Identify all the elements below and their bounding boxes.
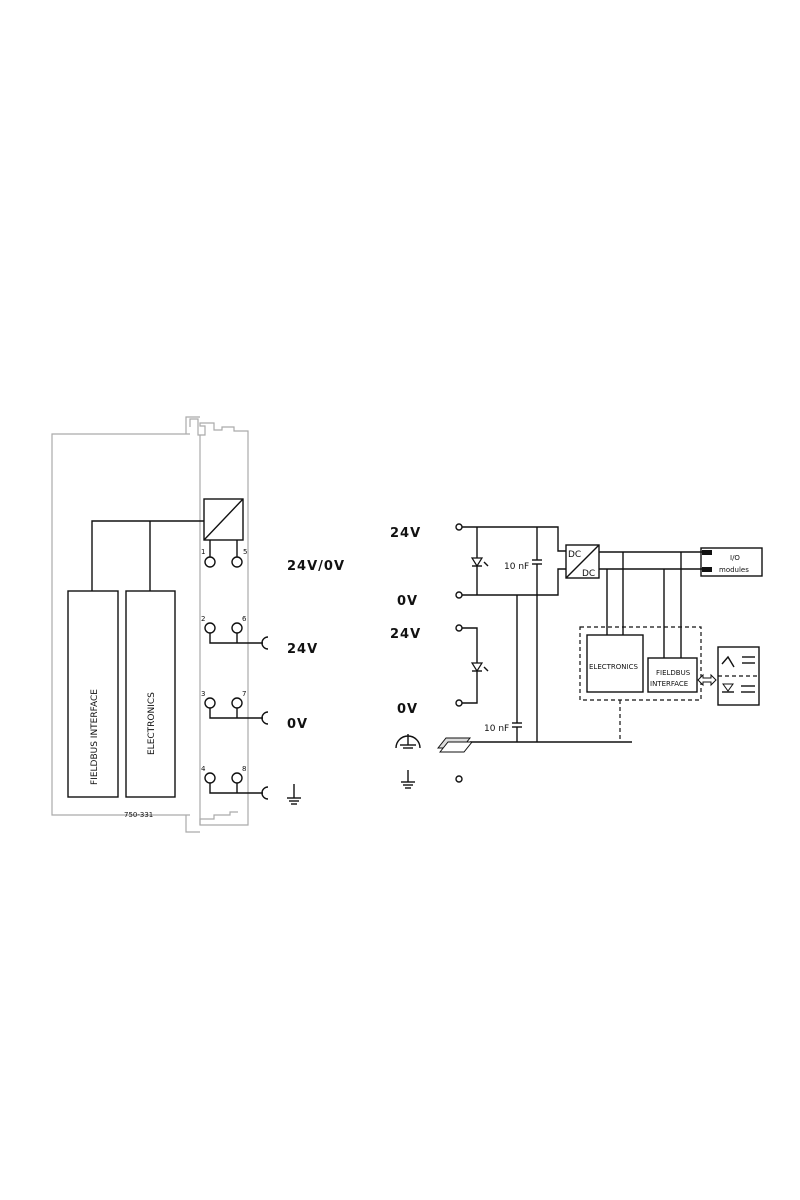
electronics-box-label: ELECTRONICS — [589, 663, 638, 671]
double-arrow-icon — [697, 673, 717, 687]
dc-dc-converter: DC DC — [565, 544, 600, 579]
svg-text:3: 3 — [201, 690, 205, 698]
ground-icon — [401, 770, 415, 789]
electronics-block — [125, 590, 176, 798]
capacitor-1-label: 10 nF — [504, 562, 529, 572]
svg-text:modules: modules — [719, 566, 749, 574]
part-number: 750-331 — [124, 811, 153, 819]
svg-text:2: 2 — [201, 615, 205, 623]
io-symbol-box — [717, 646, 760, 706]
terminal-row-2: 2 6 24V — [201, 615, 318, 657]
protective-earth-icon — [395, 734, 421, 749]
svg-text:4: 4 — [201, 765, 206, 773]
svg-text:I/O: I/O — [730, 554, 740, 562]
converter-symbol — [203, 498, 244, 541]
fieldbus-interface-box — [647, 657, 698, 693]
terminal-label-24v: 24V — [287, 642, 318, 657]
ground-icon — [287, 784, 301, 805]
supply1-24v-label: 24V — [390, 526, 421, 541]
supply2-24v-label: 24V — [390, 627, 421, 642]
din-rail-icon — [436, 737, 474, 753]
electronics-box — [586, 634, 644, 693]
led-icon — [470, 557, 489, 568]
fieldbus-interface-label: FIELDBUS INTERFACE — [90, 689, 100, 785]
electronics-label: ELECTRONICS — [147, 692, 157, 755]
supply2-0v-label: 0V — [397, 702, 418, 717]
terminal-row-4: 4 8 — [201, 765, 301, 805]
svg-text:8: 8 — [242, 765, 246, 773]
fieldbus-interface-block — [67, 590, 119, 798]
supply1-0v-label: 0V — [397, 594, 418, 609]
svg-text:7: 7 — [242, 690, 246, 698]
capacitor-icon — [532, 559, 542, 565]
terminal-label-0v: 0V — [287, 717, 308, 732]
module-boundary — [579, 626, 702, 701]
svg-text:1: 1 — [201, 548, 205, 556]
svg-text:6: 6 — [242, 615, 247, 623]
terminal-row-3: 3 7 0V — [201, 690, 308, 732]
terminal-label-24v-0v: 24V/0V — [287, 559, 345, 574]
module-housing — [51, 416, 249, 833]
svg-text:DC: DC — [568, 550, 581, 560]
fieldbus-label-1: FIELDBUS — [656, 669, 691, 677]
capacitor-2-label: 10 nF — [484, 724, 509, 734]
fieldbus-label-2: INTERFACE — [650, 680, 688, 688]
svg-text:5: 5 — [243, 548, 247, 556]
capacitor-icon — [512, 722, 522, 728]
terminal-row-1: 1 5 24V/0V — [201, 540, 345, 574]
io-modules-block: I/O modules — [700, 547, 763, 577]
led-icon — [470, 662, 489, 673]
svg-text:DC: DC — [582, 569, 595, 579]
